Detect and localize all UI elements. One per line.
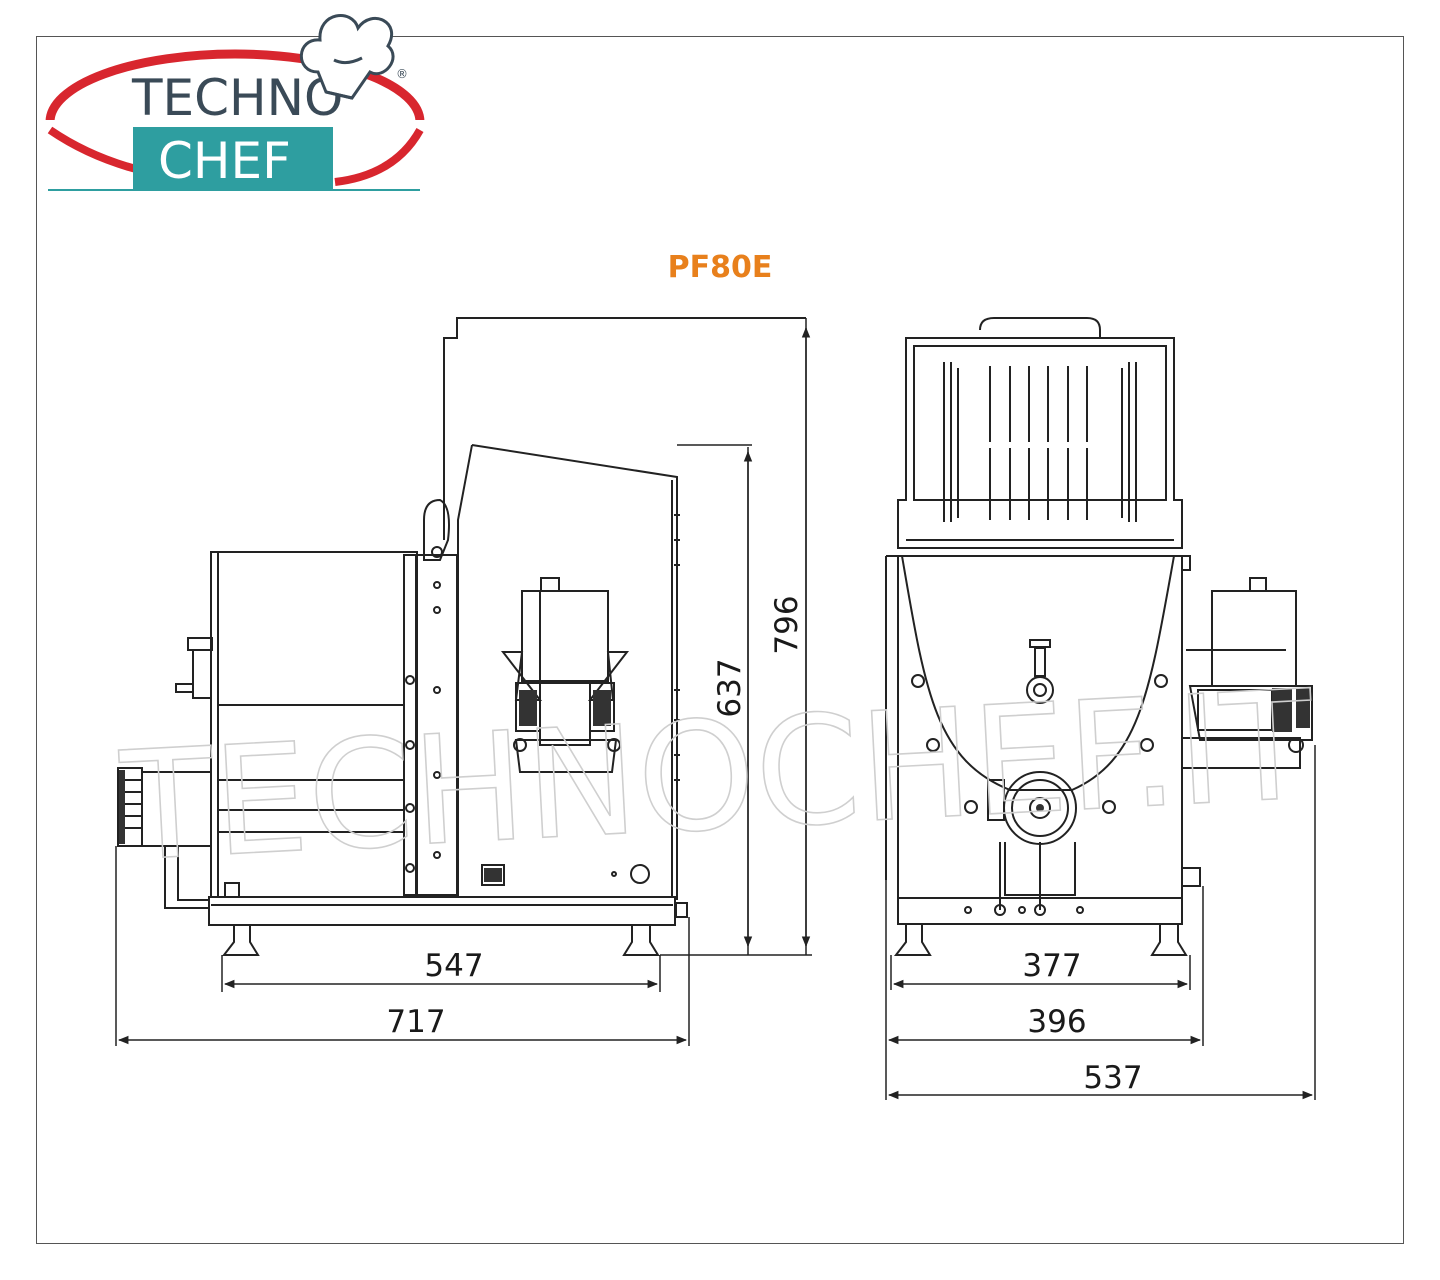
dim-side-total-width: 717	[386, 1004, 445, 1040]
techno-chef-logo: TECHNO CHEF ®	[40, 14, 430, 200]
logo-line2: CHEF	[158, 132, 291, 190]
model-title: PF80E	[668, 250, 773, 285]
front-view	[885, 317, 1313, 956]
dim-side-total-height: 796	[769, 595, 805, 654]
dim-front-base-width: 396	[1027, 1004, 1086, 1040]
dim-front-total-width: 537	[1083, 1060, 1142, 1096]
front-view-dimensions	[885, 745, 1316, 1100]
chef-hat-icon	[299, 14, 395, 100]
dim-front-feet-width: 377	[1022, 948, 1081, 984]
dim-side-feet-width: 547	[424, 948, 483, 984]
side-view-dimensions	[115, 318, 812, 1046]
side-view	[117, 317, 806, 956]
side-view-grilles	[119, 690, 611, 882]
registered-mark: ®	[396, 67, 408, 81]
drawing-frame	[36, 36, 1404, 1244]
watermark: TECHNOCHEF.IT	[116, 659, 1318, 895]
logo-teal-box	[133, 127, 333, 189]
front-view-solid-parts	[1036, 688, 1310, 812]
dim-side-body-height: 637	[712, 658, 748, 717]
logo-line1: TECHNO	[131, 69, 343, 127]
